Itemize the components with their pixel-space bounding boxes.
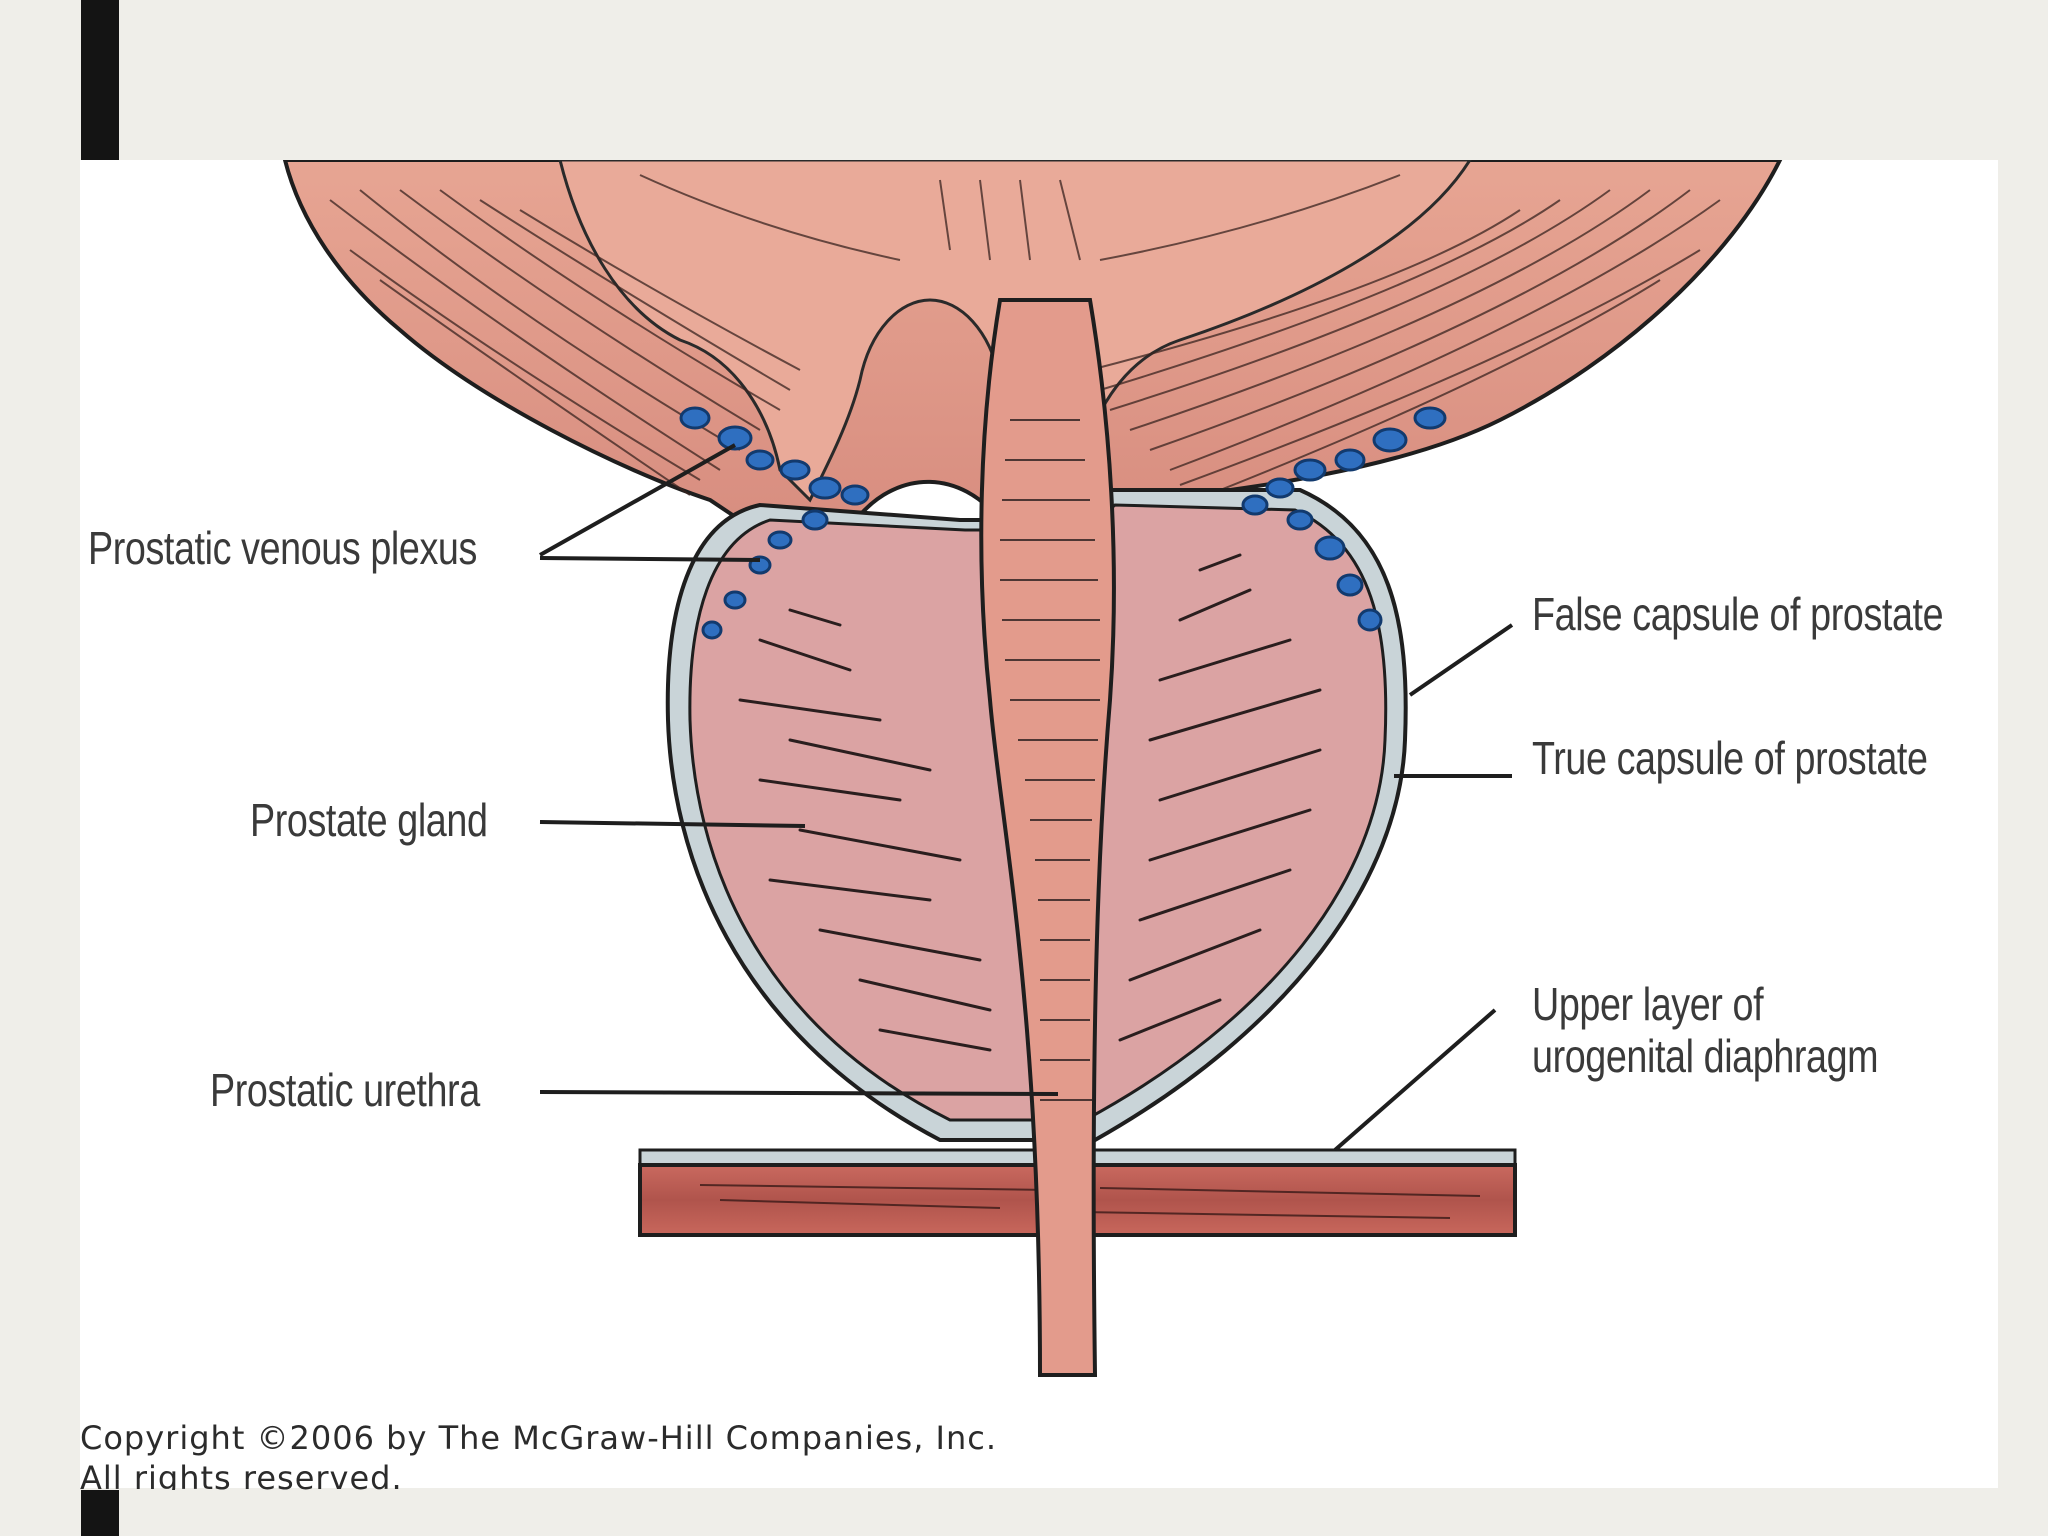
copyright-notice: Copyright ©2006 by The McGraw-Hill Compa…	[80, 1418, 1080, 1490]
label-prostatic-venous-plexus: Prostatic venous plexus	[88, 522, 477, 574]
leader-prostatic-urethra	[539, 1090, 1059, 1096]
venous-plexus	[679, 406, 1447, 640]
slide-accent-bar-bottom	[81, 1490, 119, 1536]
label-true-capsule: True capsule of prostate	[1532, 732, 1928, 784]
label-prostate-gland: Prostate gland	[250, 794, 488, 846]
prostatic-urethra-shape	[979, 298, 1116, 1377]
leader-prostate-gland	[539, 820, 806, 828]
label-prostatic-urethra: Prostatic urethra	[210, 1064, 480, 1116]
prostate-anatomy-illustration	[282, 160, 1783, 1377]
slide-accent-bar-top	[81, 0, 119, 160]
label-false-capsule: False capsule of prostate	[1532, 588, 1944, 640]
label-urogenital-line2: urogenital diaphragm	[1532, 1030, 1879, 1082]
leader-lines	[539, 443, 1514, 1152]
leader-venous-plexus-lower	[539, 556, 761, 562]
figure-panel: Prostatic venous plexus Prostate gland P…	[80, 160, 1998, 1488]
label-urogenital-line1: Upper layer of	[1532, 978, 1764, 1030]
copyright-line-1: Copyright ©2006 by The McGraw-Hill Compa…	[80, 1419, 998, 1457]
leader-false-capsule	[1408, 623, 1514, 697]
copyright-line-2: All rights reserved.	[80, 1459, 403, 1490]
leader-urogenital-diaphragm	[1333, 1008, 1497, 1152]
leader-venous-plexus-upper	[539, 443, 736, 557]
